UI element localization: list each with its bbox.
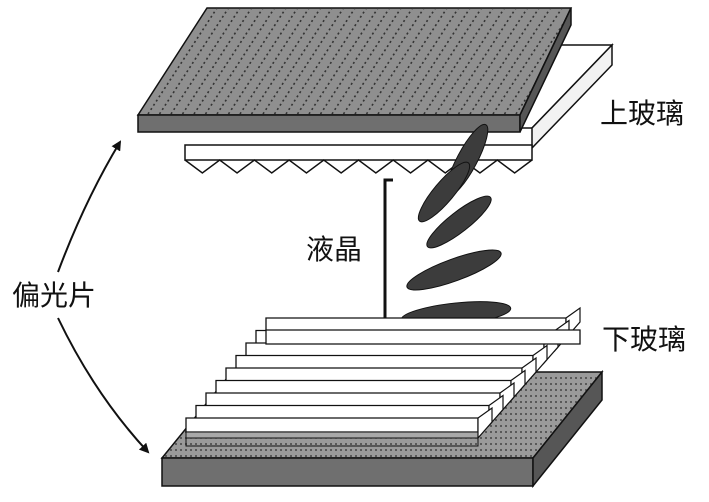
arrow-to-lower-plate [58, 318, 148, 452]
film-slat [186, 418, 478, 432]
polarizer-label: 偏光片 [12, 282, 96, 310]
film-slat-shade [186, 432, 478, 438]
lc-molecule-4 [403, 243, 504, 298]
lc-bracket [385, 180, 393, 322]
arrow-to-upper-plate [58, 142, 120, 272]
film-top-edge [266, 330, 580, 344]
lower-glass-label: 下玻璃 [602, 326, 686, 354]
upper-glass-label: 上玻璃 [600, 100, 684, 128]
liquid-crystal-label: 液晶 [306, 236, 362, 264]
upper-glass-plate [138, 8, 597, 132]
